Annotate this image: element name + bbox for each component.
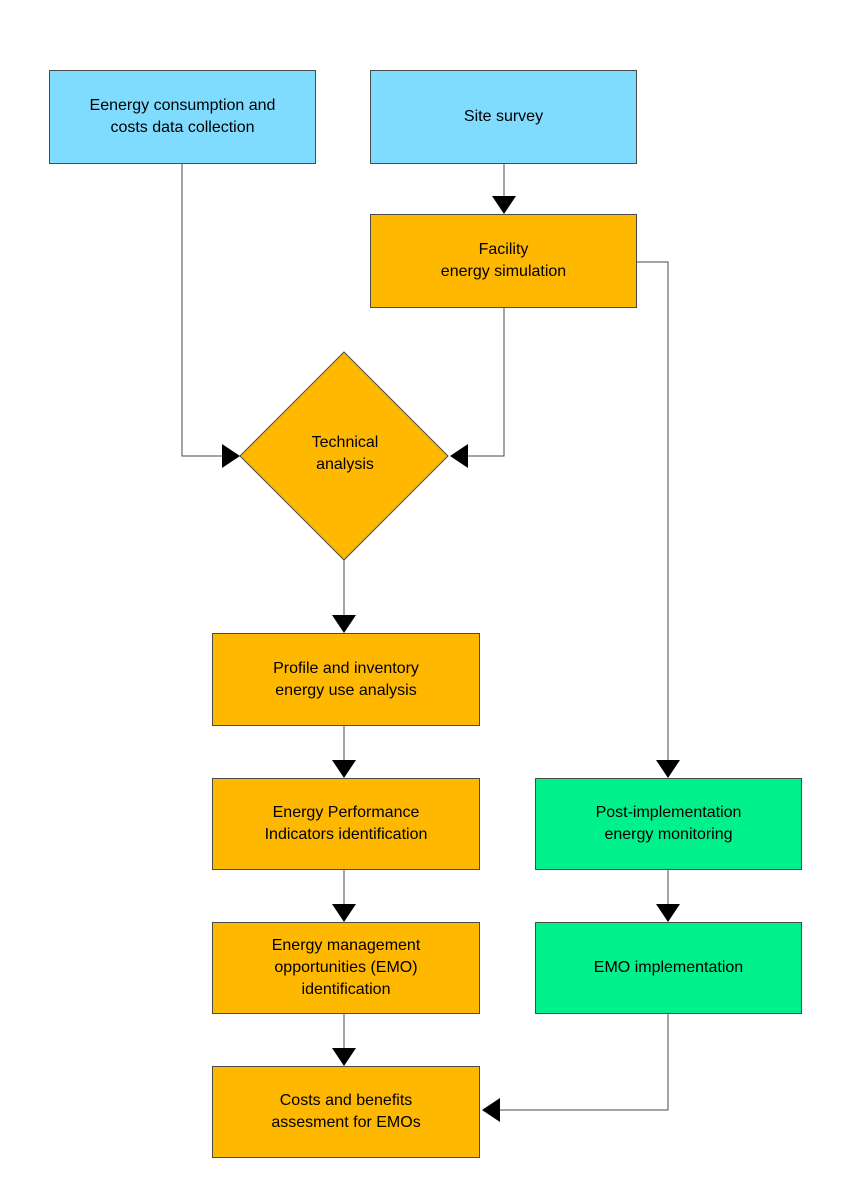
connector-simulation-to-analysis [468, 308, 505, 457]
epi-identification-node: Energy Performance Indicators identifica… [212, 778, 480, 870]
arrowhead-data-to-analysis [222, 444, 240, 468]
arrowhead-monitoring-to-implementation [656, 904, 680, 922]
technical-analysis-label: Technical analysis [311, 434, 379, 473]
epi-identification-label: Energy Performance Indicators identifica… [264, 804, 428, 843]
monitoring-label: Post-implementation energy monitoring [595, 804, 742, 843]
connector-implementation-to-cost [500, 1014, 669, 1111]
site-survey-label: Site survey [463, 108, 544, 125]
emo-identification-node: Energy management opportunities (EMO) id… [212, 922, 480, 1014]
technical-analysis-diamond [239, 351, 449, 561]
data-collection-label: Eenergy consumption and costs data colle… [89, 97, 276, 136]
arrowhead-emo-to-cost [332, 1048, 356, 1066]
profile-analysis-node: Profile and inventory energy use analysi… [212, 633, 480, 726]
arrowhead-simulation-to-analysis [450, 444, 468, 468]
cost-benefit-label: Costs and benefits assesment for EMOs [271, 1092, 421, 1131]
site-survey-node: Site survey [370, 70, 637, 164]
energy-simulation-node: Facility energy simulation [370, 214, 637, 308]
connector-data-collection-to-analysis [181, 164, 222, 457]
emo-identification-label: Energy management opportunities (EMO) id… [271, 937, 421, 998]
arrowhead-simulation-to-monitoring [656, 760, 680, 778]
cost-benefit-node: Costs and benefits assesment for EMOs [212, 1066, 480, 1158]
arrowhead-implementation-to-cost [482, 1098, 500, 1122]
arrowhead-analysis-to-profile [332, 615, 356, 633]
data-collection-node: Eenergy consumption and costs data colle… [49, 70, 316, 164]
profile-analysis-label: Profile and inventory energy use analysi… [273, 659, 419, 699]
arrowhead-epi-to-emo [332, 904, 356, 922]
post-implementation-monitoring-node: Post-implementation energy monitoring [535, 778, 802, 870]
arrowhead-survey-to-simulation [492, 196, 516, 214]
connector-simulation-to-monitoring [637, 261, 669, 760]
energy-simulation-label: Facility energy simulation [440, 241, 567, 280]
emo-implementation-node: EMO implementation [535, 922, 802, 1014]
arrowhead-profile-to-epi [332, 760, 356, 778]
emo-implementation-label: EMO implementation [593, 959, 744, 976]
